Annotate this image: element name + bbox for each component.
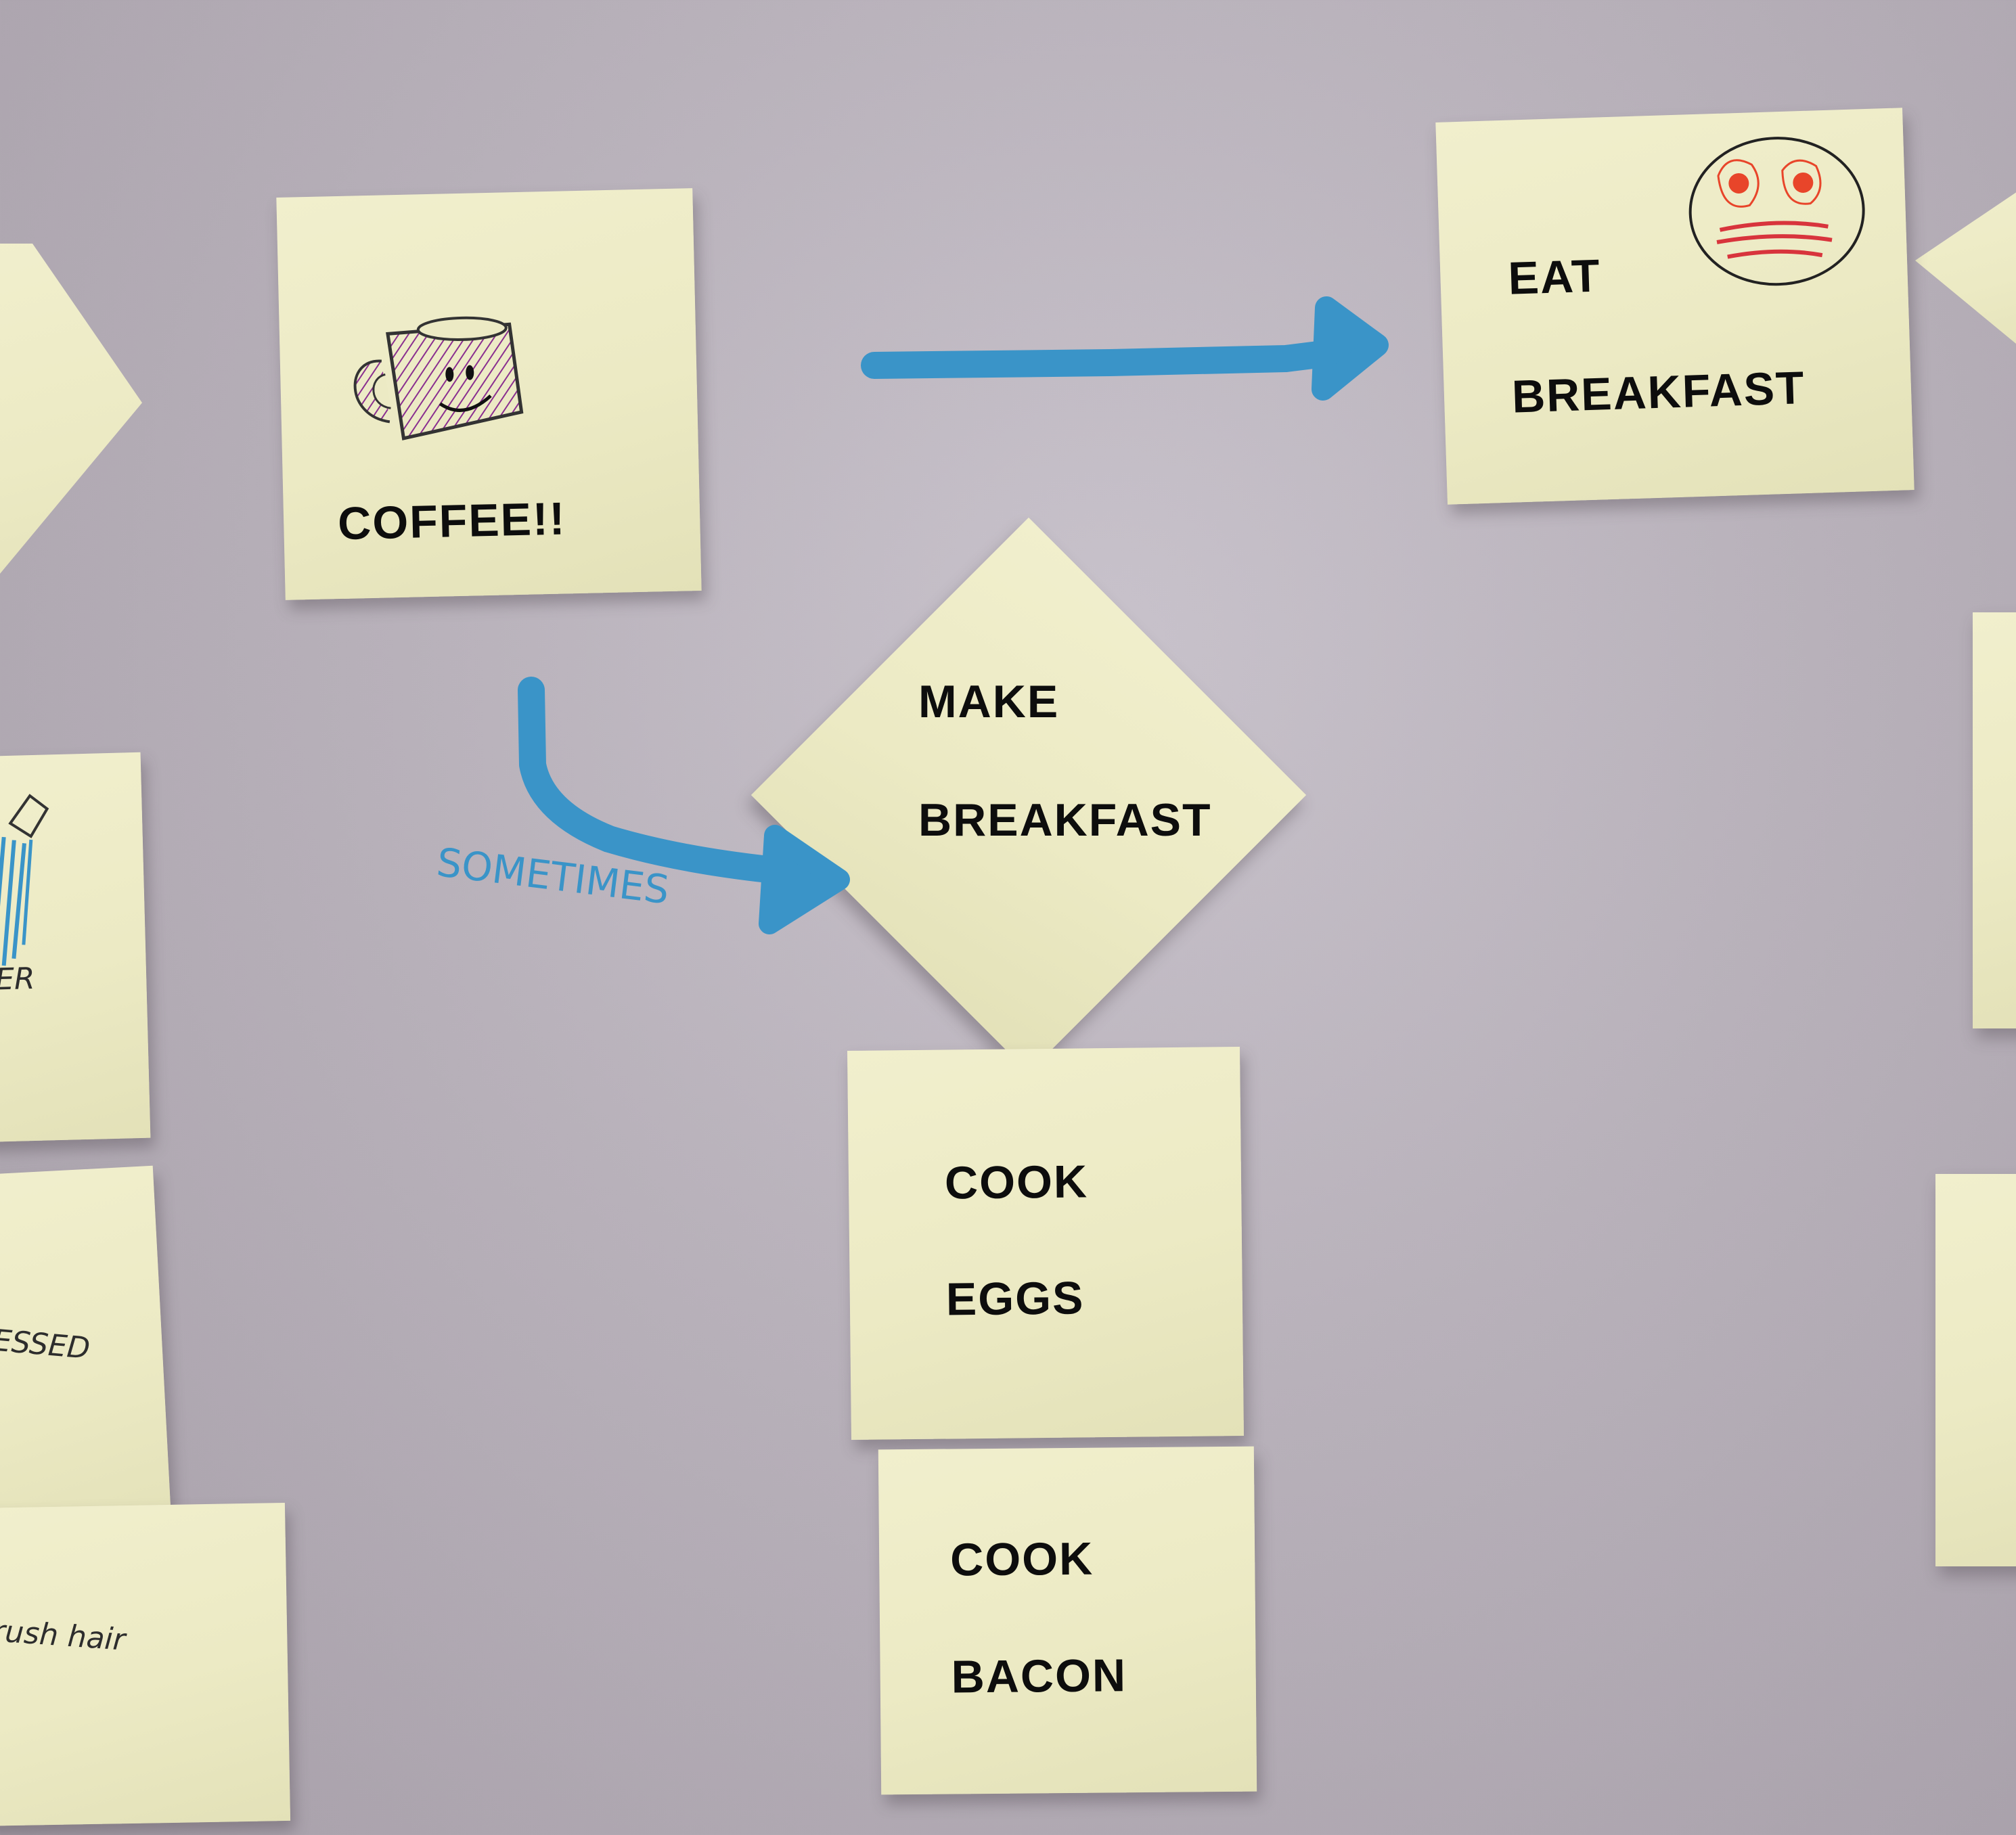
note-cook-bacon-line2: BACON: [951, 1650, 1127, 1703]
partial-note-brush-hair-text: rush hair: [0, 1614, 127, 1658]
note-cook-bacon-line1: COOK: [949, 1533, 1094, 1586]
note-eat-breakfast-line1: EAT: [1507, 250, 1602, 304]
note-eat-breakfast-line2: BREAKFAST: [1510, 362, 1806, 423]
egg-bacon-face-icon: [1688, 137, 1865, 286]
note-cook-bacon[interactable]: COOK BACON: [878, 1446, 1257, 1795]
note-cook-eggs[interactable]: COOK EGGS: [847, 1046, 1244, 1441]
partial-note-low-right: [1935, 1174, 2016, 1566]
note-coffee-text: COFFEE!!: [337, 493, 567, 550]
partial-note-shower-text: ER: [0, 961, 36, 997]
note-coffee[interactable]: COFFEE!!: [276, 188, 702, 600]
arrow-coffee-to-eat-breakfast: [861, 296, 1389, 401]
note-cook-eggs-line1: COOK: [944, 1156, 1089, 1209]
note-eat-breakfast[interactable]: EAT BREAKFAST: [1435, 108, 1914, 505]
partial-note-dressed-text: ESSED: [0, 1323, 92, 1366]
annotation-sometimes: SOMETIMES: [434, 839, 672, 913]
partial-note-mid-right: [1973, 612, 2016, 1028]
shower-head-icon: [0, 794, 49, 966]
coffee-mug-icon: [353, 316, 524, 440]
partial-note-dressed: ESSED: [0, 1165, 172, 1541]
partial-note-brush-hair: rush hair: [0, 1502, 291, 1827]
partial-note-shower: ER: [0, 752, 151, 1143]
note-make-breakfast-line2: BREAKFAST: [918, 794, 1212, 846]
note-make-breakfast-line1: MAKE: [918, 676, 1060, 727]
note-cook-eggs-line2: EGGS: [945, 1272, 1085, 1326]
partial-note-top-left: [0, 244, 142, 622]
partial-note-top-right: [1915, 169, 2016, 372]
